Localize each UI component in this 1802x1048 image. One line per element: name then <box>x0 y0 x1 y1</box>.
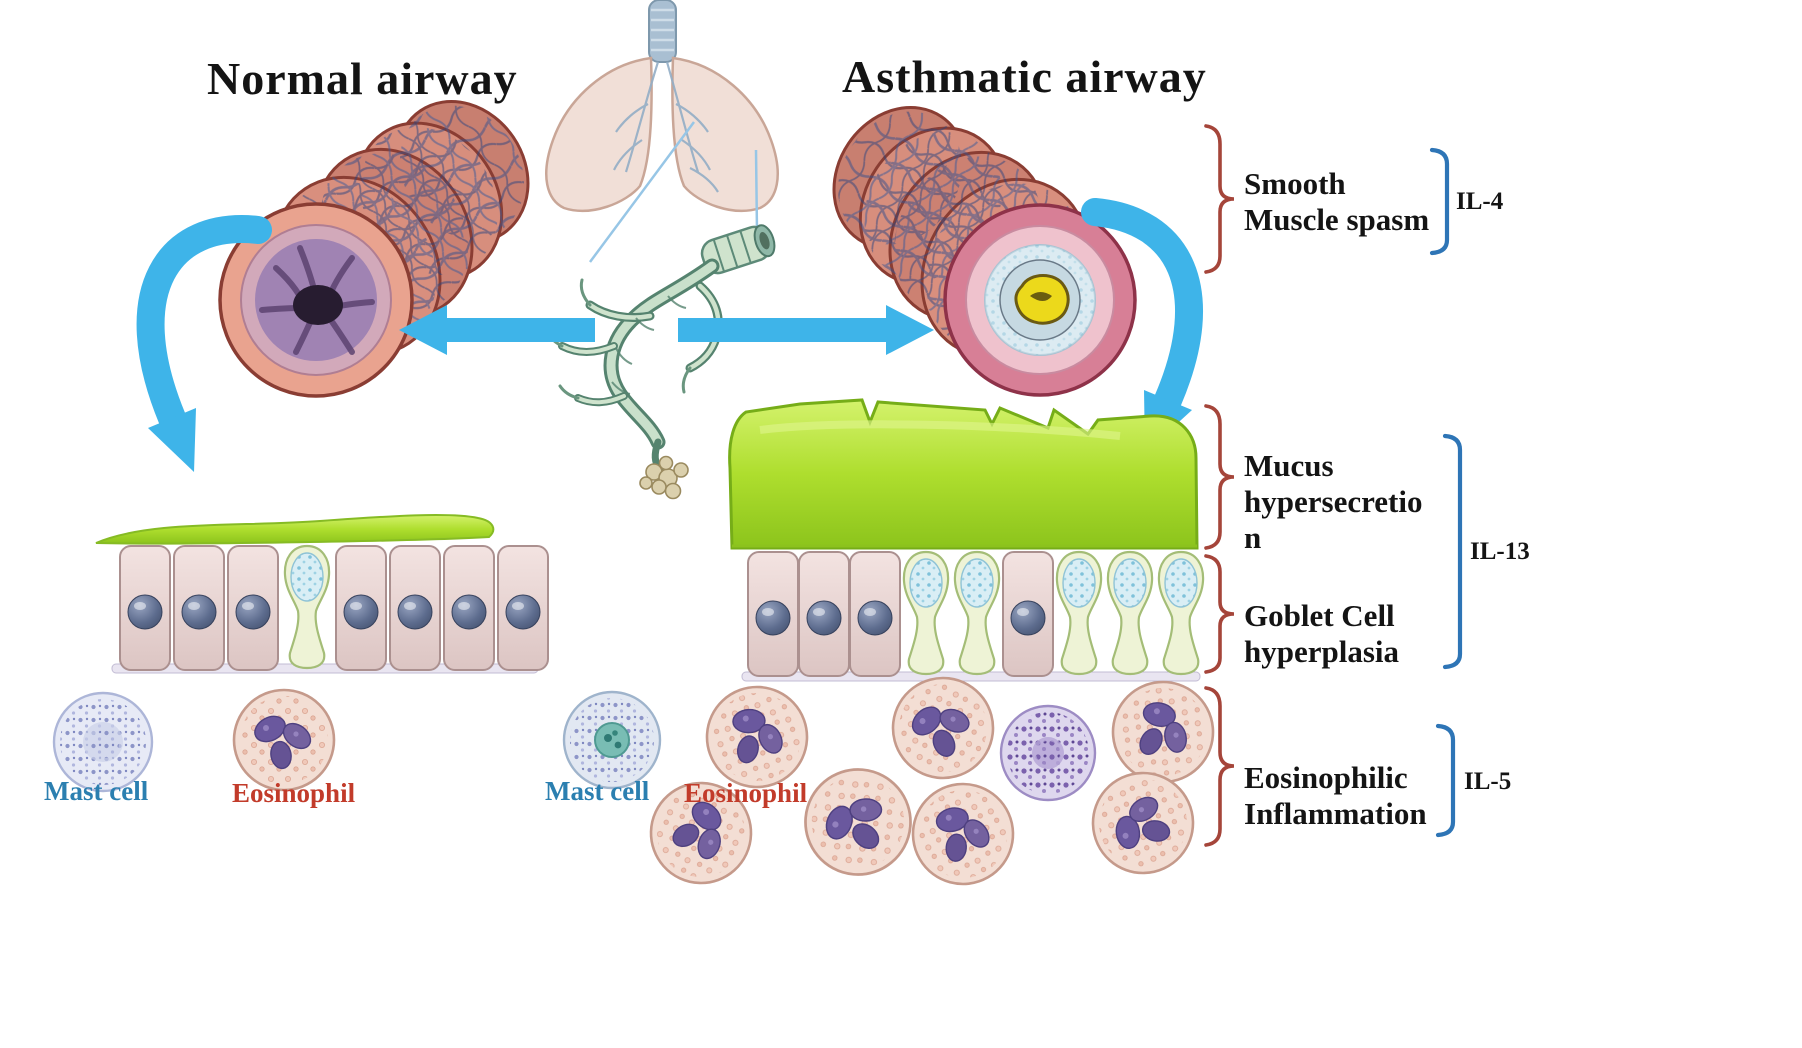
smooth-muscle-brace <box>1204 124 1235 274</box>
epithelial-cell <box>849 551 901 677</box>
label-line: Goblet Cell <box>1244 598 1395 633</box>
normal-mucus-layer <box>95 514 495 545</box>
goblet-cell <box>1106 550 1154 676</box>
zoom-callout-lines <box>588 121 759 263</box>
epithelial-cell <box>173 545 225 671</box>
goblet-cell <box>1055 550 1103 676</box>
eosinophilic-inflammation-label: Eosinophilic Inflammation <box>1244 760 1427 832</box>
normal-airway-tube <box>218 100 530 398</box>
epithelial-cell <box>747 551 799 677</box>
asthmatic-cells-group <box>562 660 1235 899</box>
eosinophil-cell <box>232 688 336 792</box>
goblet-cell <box>902 550 950 676</box>
arrow-to-asthmatic-airway <box>678 305 934 355</box>
il13-label: IL-13 <box>1470 538 1530 565</box>
epithelial-cell <box>227 545 279 671</box>
goblet-cell <box>1157 550 1205 676</box>
mast-cell <box>999 704 1097 802</box>
eosinophil-cell <box>880 665 1006 791</box>
label-line: n <box>1244 519 1262 555</box>
eosinophilic-brace <box>1204 686 1235 847</box>
alveoli-cluster <box>639 455 689 500</box>
asthmatic-airway-title: Asthmatic airway <box>842 51 1207 102</box>
il5-bracket <box>1435 723 1456 838</box>
epithelial-cell <box>1002 551 1054 677</box>
label-line: Smooth <box>1244 166 1346 201</box>
open-lumen <box>293 285 343 325</box>
il4-label: IL-4 <box>1456 188 1504 215</box>
epithelial-cell <box>335 545 387 671</box>
normal-airway-title: Normal airway <box>207 53 518 104</box>
goblet-cell <box>283 544 331 670</box>
normal-epithelium <box>111 544 549 674</box>
il4-bracket <box>1429 147 1450 256</box>
asthmatic-mast-cell-label: Mast cell <box>545 776 650 806</box>
epithelial-cell <box>497 545 549 671</box>
epithelial-cell <box>443 545 495 671</box>
epithelial-cell <box>798 551 850 677</box>
curved-arrow-normal <box>136 215 272 472</box>
arrow-to-normal-airway <box>399 305 595 355</box>
normal-mast-cell-label: Mast cell <box>44 776 149 806</box>
normal-eosinophil-label: Eosinophil <box>232 778 356 808</box>
mast-cell <box>562 690 662 790</box>
asthmatic-airway-tube <box>832 106 1137 397</box>
mucus-hypersecretion-label: Mucus hypersecretio n <box>1244 448 1422 556</box>
eosinophil-cell <box>900 771 1026 897</box>
asthmatic-eosinophil-label: Eosinophil <box>684 778 808 808</box>
label-line: hypersecretio <box>1244 483 1423 519</box>
eosinophil-cell <box>782 746 934 898</box>
label-line: Inflammation <box>1244 795 1427 831</box>
label-line: Muscle spasm <box>1244 201 1430 237</box>
asthmatic-epithelium <box>741 550 1205 682</box>
lungs-illustration <box>545 0 779 213</box>
mucus-brace <box>1204 404 1235 550</box>
goblet-cell <box>953 550 1001 676</box>
goblet-cell-label: Goblet Cell hyperplasia <box>1244 598 1399 670</box>
label-line: Mucus <box>1244 448 1334 483</box>
epithelial-cell <box>389 545 441 671</box>
il13-bracket <box>1442 433 1463 670</box>
label-line: hyperplasia <box>1244 633 1400 669</box>
smooth-muscle-label: Smooth Muscle spasm <box>1244 166 1429 238</box>
asthmatic-mucus-layer <box>728 398 1199 550</box>
il5-label: IL-5 <box>1464 768 1512 795</box>
eosinophil-cell <box>1077 757 1209 889</box>
goblet-brace <box>1204 554 1235 674</box>
label-line: Eosinophilic <box>1244 760 1408 795</box>
epithelial-cell <box>119 545 171 671</box>
